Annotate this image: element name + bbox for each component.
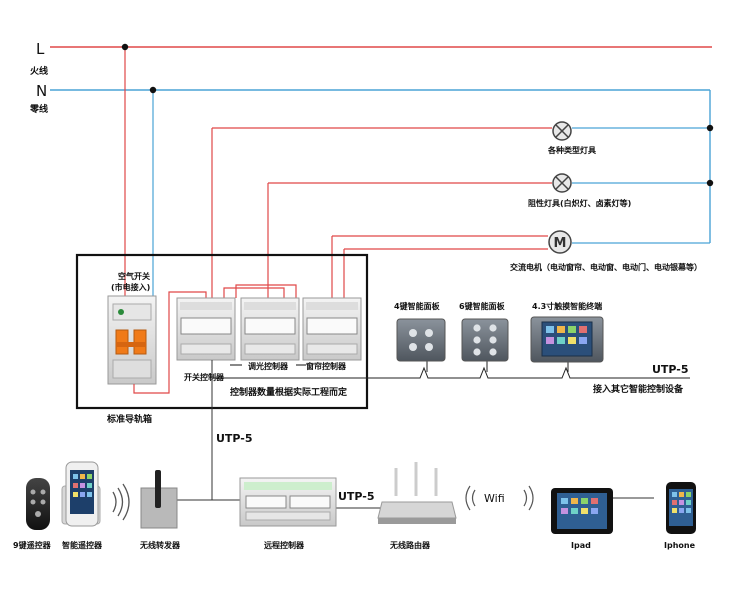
- panel6-label: 6键智能面板: [459, 301, 506, 311]
- panel4-label: 4键智能面板: [394, 301, 441, 311]
- neutral-letter: N: [36, 82, 47, 100]
- dimmer-controller-label: 调光控制器: [248, 361, 289, 371]
- motor-symbol: M: [554, 236, 567, 251]
- wireless-signal-icon: [112, 483, 130, 521]
- other-devices-label: 接入其它智能控制设备: [593, 383, 684, 395]
- iphone-label: Iphone: [664, 541, 696, 550]
- live-label: 火线: [30, 65, 48, 77]
- touch-terminal-device: [530, 316, 604, 363]
- nine-key-remote-label: 9键遥控器: [13, 540, 52, 550]
- remote-controller-label: 远程控制器: [264, 540, 305, 550]
- curtain-controller-device: [302, 297, 362, 361]
- lamp-icon: [552, 121, 572, 141]
- resistive-lamp-label: 阻性灯具(白炽灯、卤素灯等): [528, 198, 631, 208]
- motor-label: 交流电机（电动窗帘、电动窗、电动门、电动银幕等）: [510, 262, 702, 272]
- smart-remote-device: [61, 461, 101, 527]
- neutral-wire: [50, 89, 711, 243]
- router-label: 无线路由器: [389, 540, 431, 550]
- bus-line: [211, 360, 690, 500]
- load-branch-wires: [211, 124, 714, 298]
- neutral-label: 零线: [29, 103, 48, 115]
- wireless-repeater-device: [140, 470, 178, 529]
- switch-controller-label: 开关控制器: [184, 372, 225, 382]
- breaker-feed-wires: [121, 43, 157, 296]
- wifi-label: Wifi: [484, 492, 505, 505]
- motor-icon: M: [548, 230, 572, 254]
- lamps-label: 各种类型灯具: [547, 145, 596, 155]
- panel4-device: [396, 318, 446, 362]
- ipad-device: [551, 488, 613, 534]
- touch-terminal-label: 4.3寸触摸智能终端: [532, 301, 602, 311]
- utp-right-label: UTP-5: [652, 363, 689, 376]
- rail-cabinet-box: [75, 253, 369, 410]
- switch-controller-device: [176, 297, 236, 361]
- wireless-router-device: [377, 462, 457, 524]
- breaker-label-2: (市电接入): [111, 282, 150, 292]
- utp-router-label: UTP-5: [338, 490, 375, 503]
- remote-controller-device: [239, 477, 337, 527]
- controller-count-note: 控制器数量根据实际工程而定: [230, 386, 348, 398]
- repeater-label: 无线转发器: [139, 540, 181, 550]
- smart-remote-label: 智能遥控器: [62, 540, 103, 550]
- resistive-lamp-icon: [552, 173, 572, 193]
- dimmer-controller-device: [240, 297, 300, 361]
- ipad-label: Ipad: [571, 541, 591, 550]
- air-breaker-device: [107, 295, 157, 385]
- utp-vertical-label: UTP-5: [216, 432, 253, 445]
- live-letter: L: [36, 40, 45, 58]
- cabinet-title: 标准导轨箱: [106, 413, 152, 425]
- iphone-device: [666, 482, 696, 534]
- curtain-controller-label: 窗帘控制器: [306, 361, 347, 371]
- cabinet-internal-wires: [133, 284, 297, 394]
- breaker-label-1: 空气开关: [118, 271, 150, 281]
- wifi-signal-icon: [465, 485, 534, 511]
- nine-key-remote-device: [26, 478, 50, 530]
- panel6-device: [461, 318, 509, 362]
